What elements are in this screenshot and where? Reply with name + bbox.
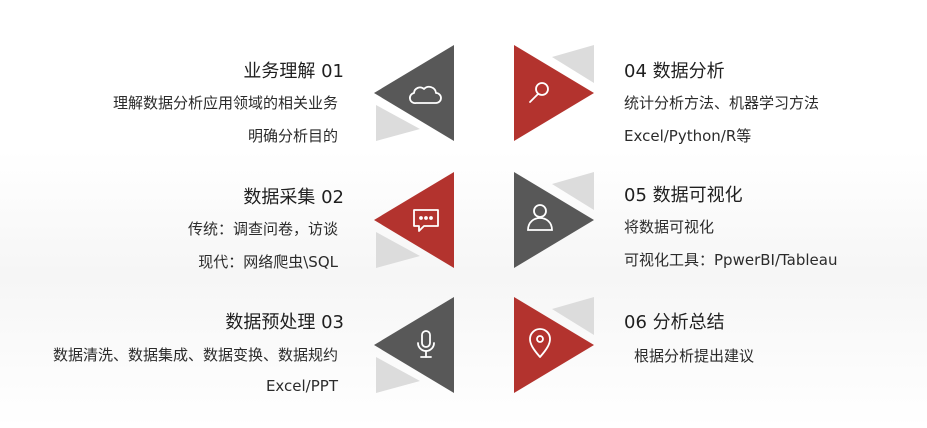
background-gradient [0, 150, 927, 428]
step-04-triangle [514, 45, 594, 141]
step-04-line-2: Excel/Python/R等 [624, 127, 752, 145]
step-02-line-2: 现代：网络爬虫\SQL [198, 253, 338, 271]
step-01-title: 业务理解 01 [243, 61, 344, 82]
step-03-line-2: Excel/PPT [265, 377, 338, 395]
step-05-line-2: 可视化工具：PpwerBI/Tableau [624, 251, 838, 269]
step-06-title: 06 分析总结 [624, 312, 725, 333]
step-05-line-1: 将数据可视化 [624, 218, 715, 236]
search-icon [529, 82, 549, 103]
step-04-line-1: 统计分析方法、机器学习方法 [624, 94, 820, 112]
step-04-title: 04 数据分析 [624, 61, 725, 82]
step-03-triangle [374, 297, 454, 393]
step-06-triangle [514, 297, 594, 393]
step-03-title: 数据预处理 03 [225, 312, 344, 333]
step-05-title: 05 数据可视化 [624, 185, 743, 206]
chat-icon [413, 209, 439, 232]
step-02-line-1: 传统：调查问卷，访谈 [187, 220, 338, 238]
microphone-icon [417, 330, 435, 358]
cloud-icon [409, 85, 442, 104]
step-01-line-2: 明确分析目的 [247, 127, 338, 145]
location-pin-icon [529, 328, 551, 358]
step-05-triangle [514, 172, 594, 268]
step-03-line-1: 数据清洗、数据集成、数据变换、数据规约 [52, 346, 338, 364]
step-06-line-1: 根据分析提出建议 [634, 347, 755, 365]
step-02-triangle [374, 172, 454, 268]
step-02-title: 数据采集 02 [243, 187, 344, 208]
user-icon [527, 204, 553, 231]
step-01-line-1: 理解数据分析应用领域的相关业务 [112, 94, 338, 112]
step-01-triangle [374, 45, 454, 141]
